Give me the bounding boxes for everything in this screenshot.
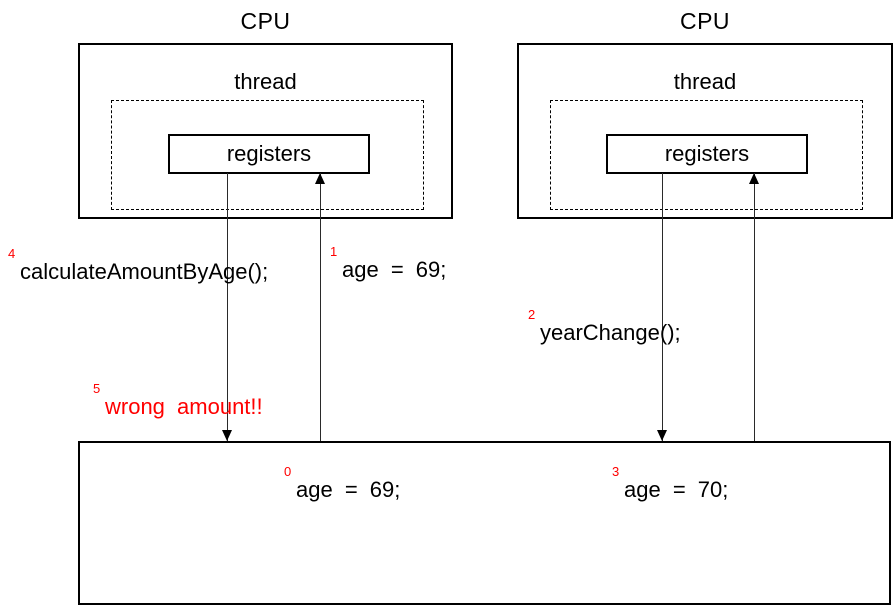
annotation-age-70-memory: 3 age = 70; xyxy=(612,465,729,502)
annotation-text: wrong amount!! xyxy=(105,394,263,419)
sequence-number: 3 xyxy=(612,464,620,479)
annotation-wrong-amount: 5 wrong amount!! xyxy=(93,382,263,419)
arrow-line-store-left xyxy=(227,173,228,441)
annotation-calculate-amount: 4 calculateAmountByAge(); xyxy=(8,247,269,284)
arrow-line-load-left xyxy=(320,173,321,441)
arrow-line-store-right xyxy=(662,173,663,441)
cpu-right-registers-box: registers xyxy=(606,134,808,174)
cpu-left-thread-label: thread xyxy=(234,69,297,94)
cpu-left-registers-label: registers xyxy=(226,141,312,166)
arrowhead-up-left-icon xyxy=(315,173,325,184)
cpu-right-registers-label: registers xyxy=(664,141,750,166)
cpu-right-thread-box: registers xyxy=(550,100,863,210)
cpu-right-thread-label: thread xyxy=(673,69,737,94)
arrowhead-down-left-icon xyxy=(222,430,232,441)
cpu-left-registers-box: registers xyxy=(168,134,370,174)
annotation-year-change: 2 yearChange(); xyxy=(528,308,681,345)
sequence-number: 5 xyxy=(93,381,101,396)
sequence-number: 2 xyxy=(528,307,536,322)
arrow-line-load-right xyxy=(754,173,755,441)
cpu-right-box: thread registers xyxy=(517,43,893,219)
annotation-age-69-load: 1 age = 69; xyxy=(330,245,447,282)
sequence-number: 4 xyxy=(8,246,16,261)
arrowhead-up-right-icon xyxy=(749,173,759,184)
shared-memory-box xyxy=(78,441,891,605)
annotation-text: yearChange(); xyxy=(540,320,681,345)
annotation-age-69-memory: 0 age = 69; xyxy=(284,465,401,502)
annotation-text: calculateAmountByAge(); xyxy=(20,259,269,284)
annotation-text: age = 70; xyxy=(624,477,729,502)
annotation-text: age = 69; xyxy=(342,257,447,282)
sequence-number: 1 xyxy=(330,244,338,259)
cpu-left-box: thread registers xyxy=(78,43,453,219)
cpu-left-title: CPU xyxy=(240,8,291,34)
arrowhead-down-right-icon xyxy=(657,430,667,441)
cpu-right-title: CPU xyxy=(679,8,731,34)
annotation-text: age = 69; xyxy=(296,477,401,502)
cpu-left-thread-box: registers xyxy=(111,100,424,210)
sequence-number: 0 xyxy=(284,464,292,479)
